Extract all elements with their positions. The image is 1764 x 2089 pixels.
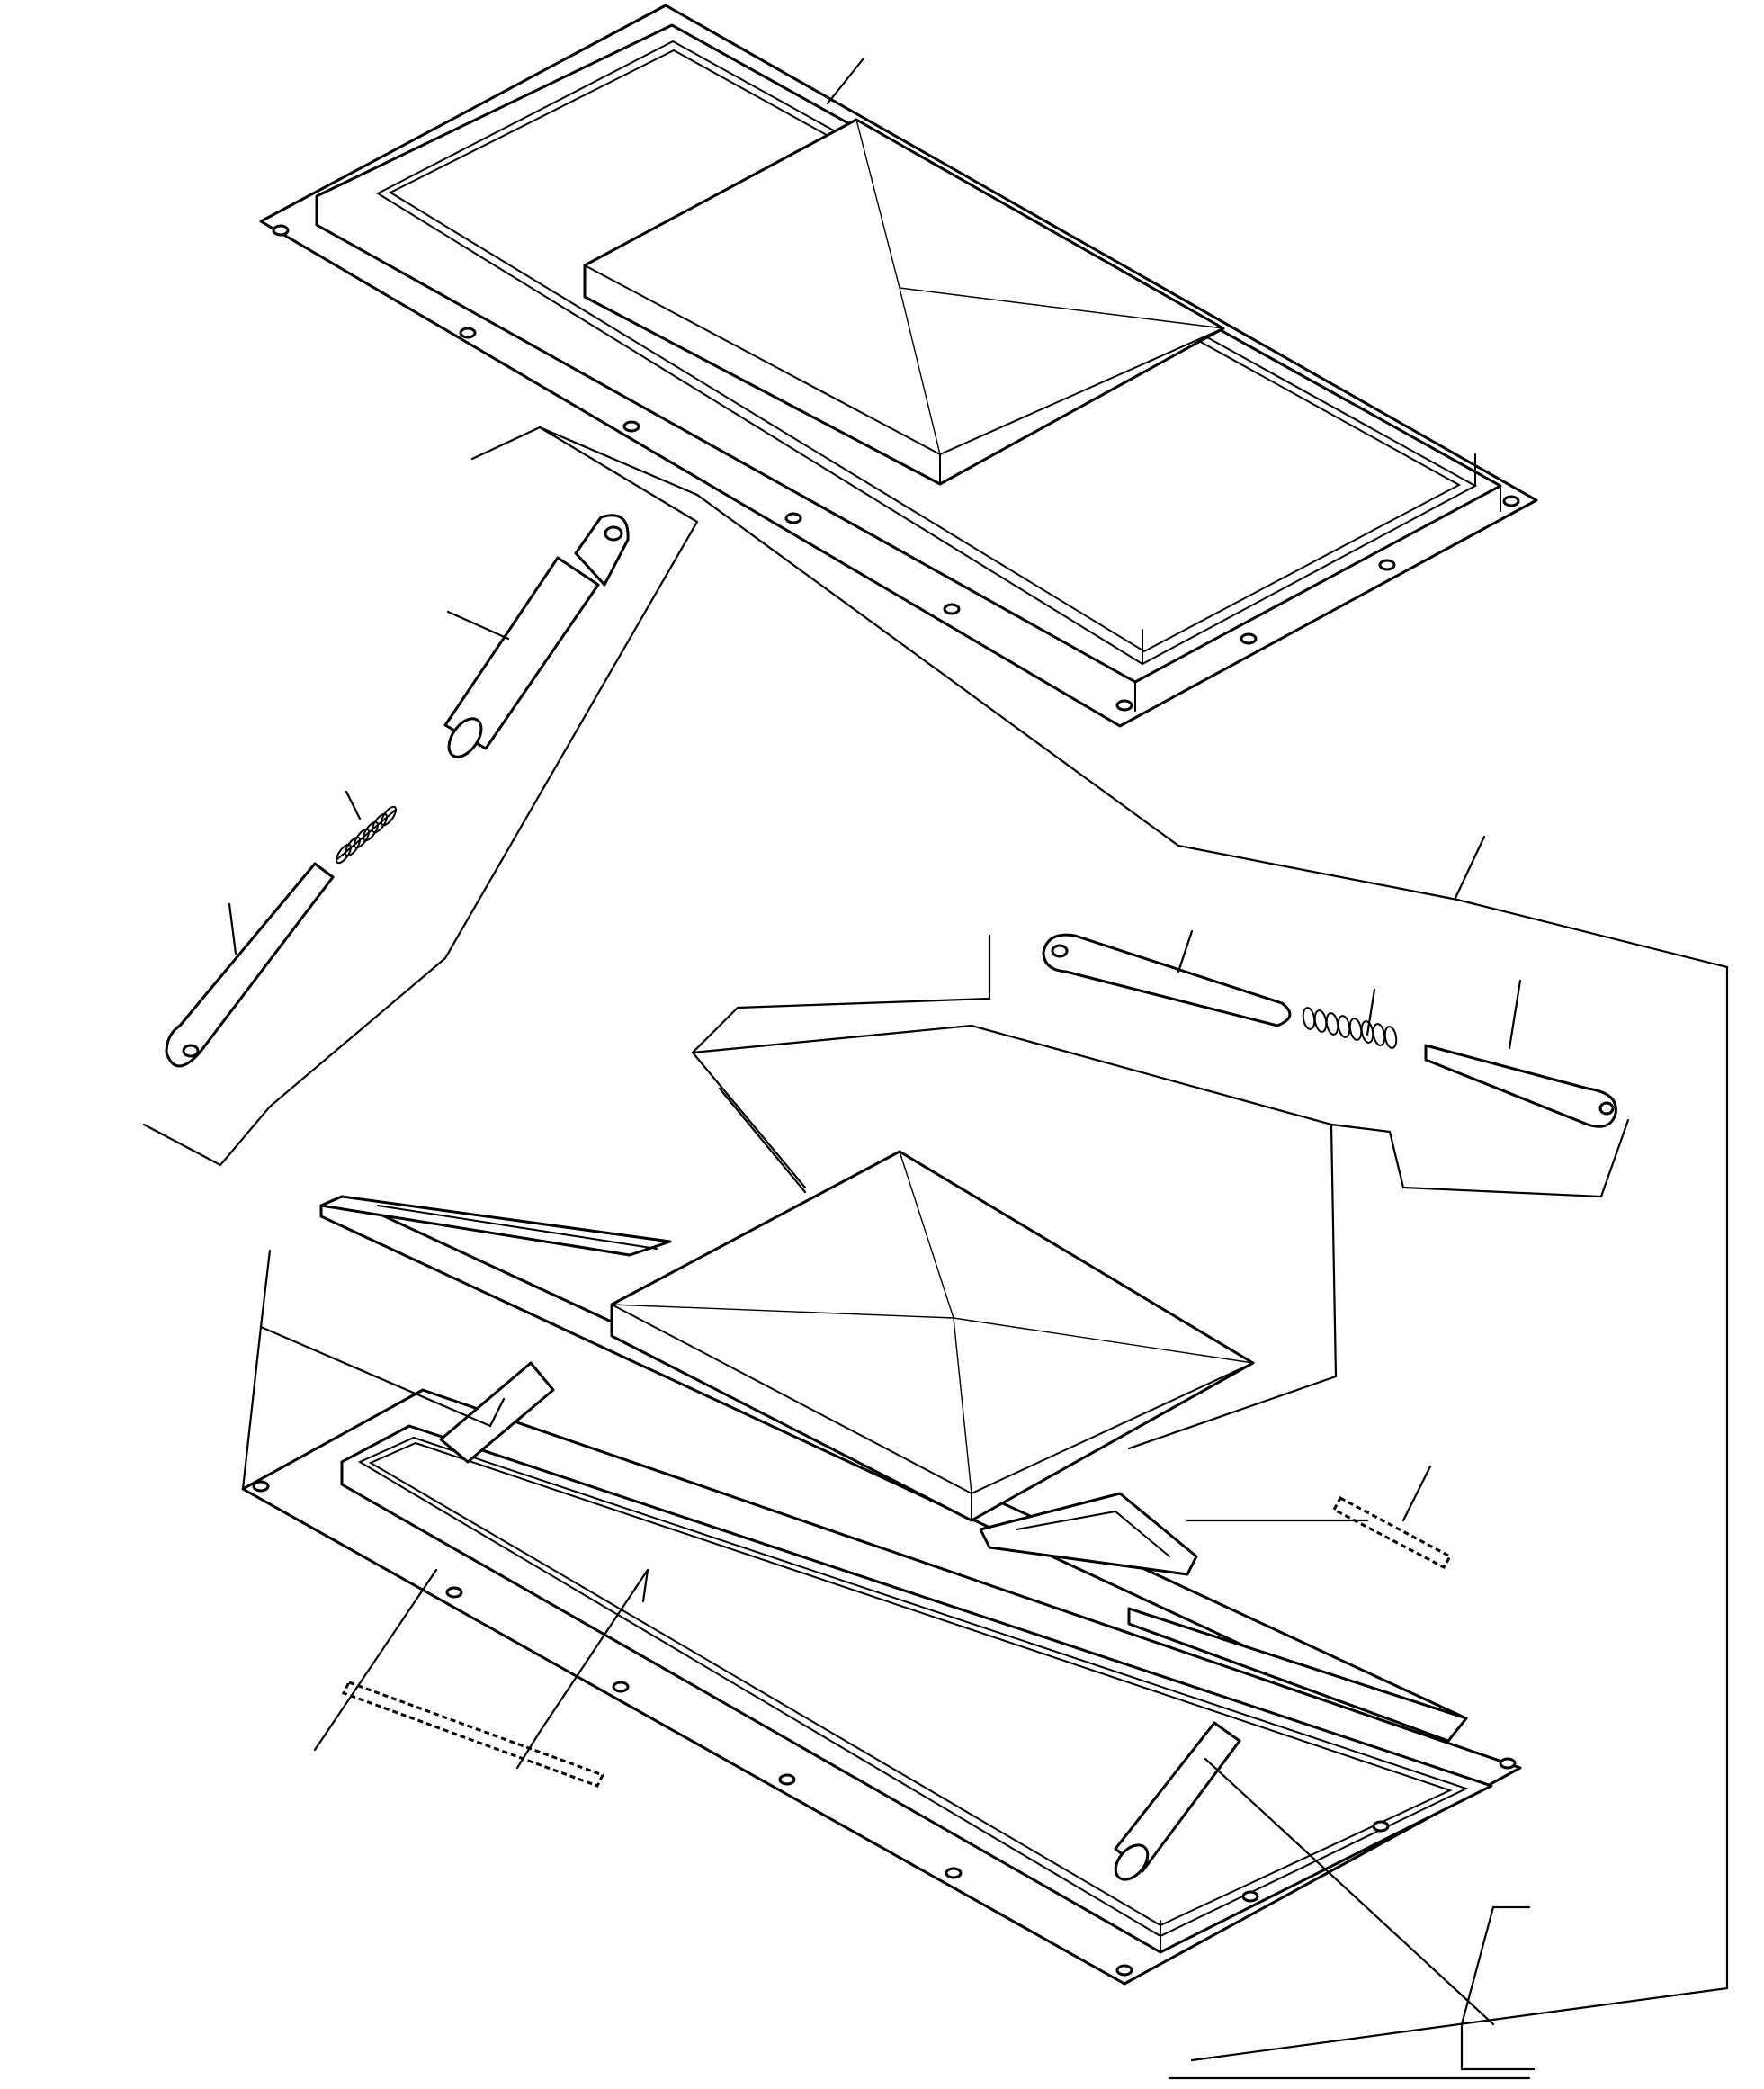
strut-spring-right	[1302, 1007, 1398, 1049]
callout-lines	[142, 57, 1729, 2080]
gas-strut-right	[1042, 933, 1617, 1128]
hatch-lid-with-raised-panel	[319, 1150, 1468, 1743]
gas-strut-upper	[165, 514, 630, 1068]
strut-spring-upper	[335, 805, 398, 865]
upper-hatch-cover-plate	[259, 4, 1538, 728]
seal-strip-long	[341, 1681, 605, 1788]
seal-strip-short	[1331, 1495, 1453, 1569]
mounting-holes-lower	[252, 1480, 1517, 1977]
mounting-holes-upper	[272, 224, 1520, 712]
hatch-frame-base-plate	[241, 1361, 1522, 1986]
